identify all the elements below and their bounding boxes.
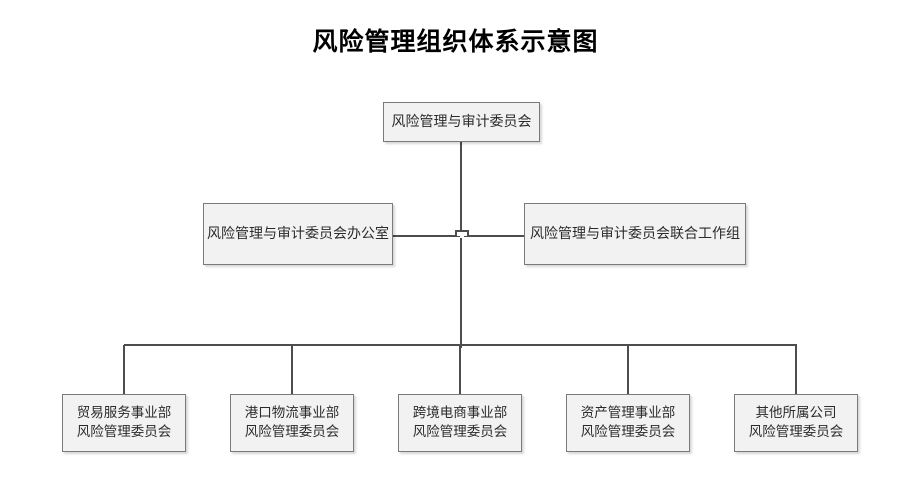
connector-line-hop [455, 230, 469, 236]
connector-drop-3 [627, 345, 629, 394]
connector-drop-2 [459, 345, 461, 394]
node-other-affiliated-companies[interactable]: 其他所属公司 风险管理委员会 [734, 394, 858, 452]
node-joint-working-group[interactable]: 风险管理与审计委员会联合工作组 [524, 203, 746, 265]
node-committee-office[interactable]: 风险管理与审计委员会办公室 [203, 203, 393, 265]
connector-to-office [393, 235, 460, 237]
connector-to-joint [464, 235, 524, 237]
connector-trunk-upper [460, 141, 462, 236]
connector-drop-1 [291, 345, 293, 394]
node-port-logistics-division[interactable]: 港口物流事业部 风险管理委员会 [230, 394, 354, 452]
connector-trunk-lower [460, 238, 462, 348]
node-label: 港口物流事业部 风险管理委员会 [244, 405, 340, 440]
node-label: 贸易服务事业部 风险管理委员会 [76, 405, 172, 440]
node-label: 资产管理事业部 风险管理委员会 [580, 405, 676, 440]
node-label: 风险管理与审计委员会联合工作组 [530, 225, 740, 242]
node-trade-service-division[interactable]: 贸易服务事业部 风险管理委员会 [62, 394, 186, 452]
node-label: 跨境电商事业部 风险管理委员会 [412, 405, 508, 440]
node-label: 其他所属公司 风险管理委员会 [748, 405, 844, 440]
node-asset-management-division[interactable]: 资产管理事业部 风险管理委员会 [566, 394, 690, 452]
page-title: 风险管理组织体系示意图 [312, 27, 599, 56]
connector-drop-0 [123, 345, 125, 394]
node-cross-border-ecommerce-division[interactable]: 跨境电商事业部 风险管理委员会 [398, 394, 522, 452]
connector-drop-4 [795, 345, 797, 394]
node-risk-management-audit-committee[interactable]: 风险管理与审计委员会 [383, 102, 540, 142]
node-label: 风险管理与审计委员会办公室 [207, 225, 389, 242]
node-label: 风险管理与审计委员会 [391, 113, 532, 130]
